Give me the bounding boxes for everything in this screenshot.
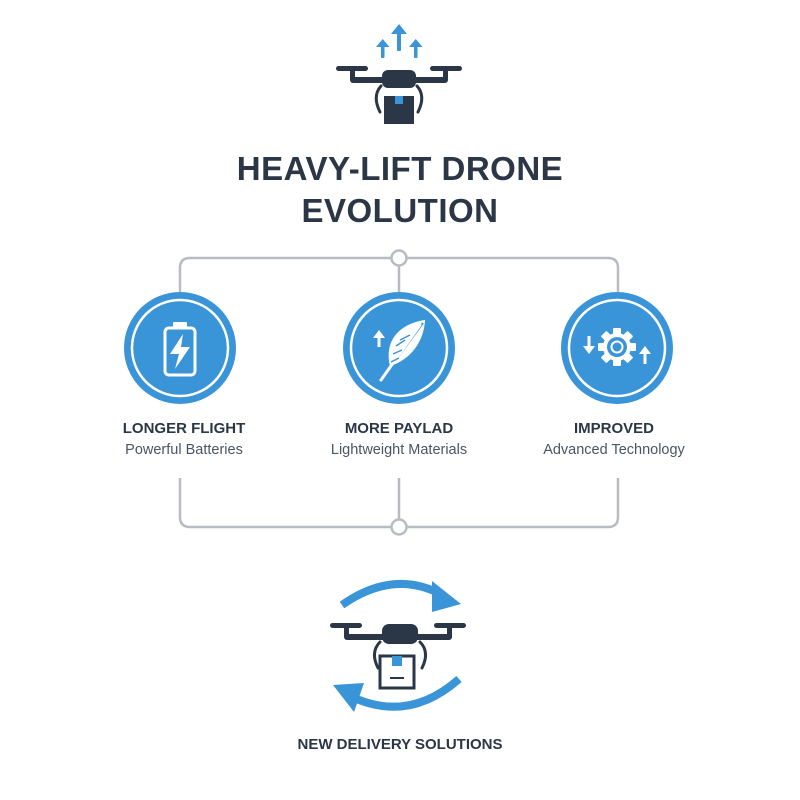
feature-sub-advanced-technology: Advanced Technology: [543, 442, 685, 458]
feather-icon: [343, 292, 455, 404]
diagram-title-line-2: EVOLUTION: [301, 192, 499, 229]
feature-sub-powerful-batteries: Powerful Batteries: [125, 442, 243, 458]
connector-node-top: [390, 249, 408, 267]
gear-icon: [561, 292, 673, 404]
feature-label-improved: IMPROVED: [573, 420, 654, 437]
connector-node-bottom: [390, 518, 408, 536]
feature-label-more-payload: MORE PAYLAD: [344, 420, 454, 437]
delivery-drone-icon: [330, 623, 466, 690]
cycle-arrowhead-bottom: [333, 683, 364, 712]
battery-icon: [124, 292, 236, 404]
diagram-title-line-1: HEAVY-LIFT DRONE: [236, 150, 564, 187]
drone-lifting-icon: [336, 24, 462, 124]
feature-label-longer-flight: LONGER FLIGHT: [122, 420, 246, 437]
outcome-label: NEW DELIVERY SOLUTIONS: [297, 736, 503, 753]
feature-sub-lightweight-materials: Lightweight Materials: [330, 442, 468, 458]
cycle-arrowhead-top: [432, 581, 461, 612]
